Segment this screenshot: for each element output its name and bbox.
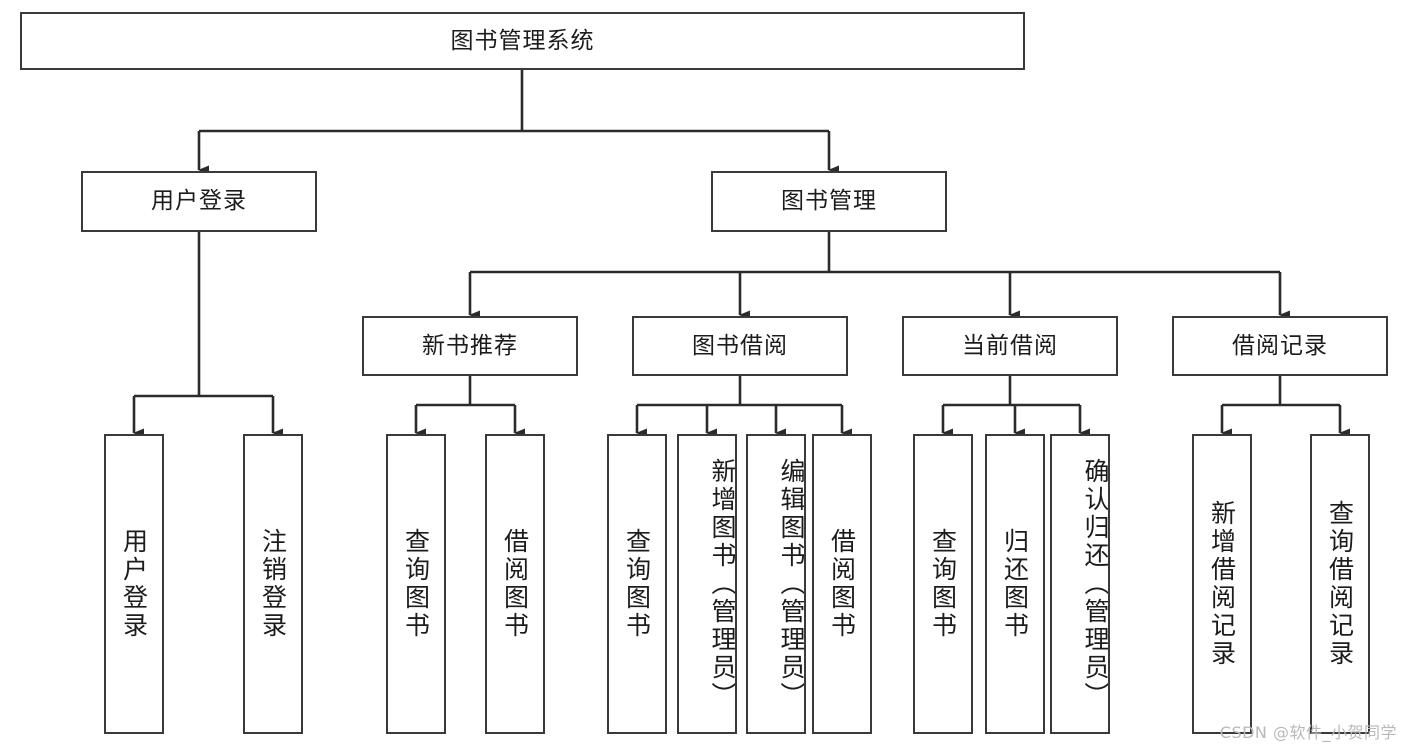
csdn-watermark: CSDN @软件_小贺同学 — [1219, 723, 1397, 742]
node-leaf-edit-book[interactable]: 编辑图书（管理员） — [746, 434, 806, 734]
node-label: 查询图书 — [928, 528, 958, 640]
node-root-system[interactable]: 图书管理系统 — [20, 12, 1025, 70]
node-label: 图书管理 — [781, 188, 877, 215]
node-borrow-record[interactable]: 借阅记录 — [1172, 316, 1388, 376]
node-label: 新书推荐 — [422, 332, 518, 359]
node-user-login[interactable]: 用户登录 — [81, 171, 317, 232]
node-label: 图书管理系统 — [450, 27, 595, 54]
node-current-borrow[interactable]: 当前借阅 — [902, 316, 1118, 376]
node-label: 编辑图书（管理员） — [777, 458, 806, 710]
node-leaf-query-book-borrow[interactable]: 查询图书 — [607, 434, 667, 734]
connector-lines — [132, 70, 1350, 438]
node-leaf-add-book[interactable]: 新增图书（管理员） — [677, 434, 737, 734]
node-label: 用户登录 — [151, 188, 247, 215]
node-leaf-borrow-book-recommend[interactable]: 借阅图书 — [485, 434, 545, 734]
node-leaf-add-borrow-record[interactable]: 新增借阅记录 — [1192, 434, 1252, 734]
node-new-book-recommend[interactable]: 新书推荐 — [362, 316, 578, 376]
node-book-borrow[interactable]: 图书借阅 — [632, 316, 848, 376]
node-label: 查询图书 — [401, 528, 431, 640]
node-leaf-query-book-recommend[interactable]: 查询图书 — [386, 434, 446, 734]
node-label: 注销登录 — [258, 528, 288, 640]
node-label: 借阅图书 — [500, 528, 530, 640]
node-leaf-return-book[interactable]: 归还图书 — [985, 434, 1045, 734]
node-label: 确认归还（管理员） — [1081, 458, 1110, 710]
node-label: 新增借阅记录 — [1207, 500, 1237, 668]
node-label: 查询图书 — [622, 528, 652, 640]
node-label: 查询借阅记录 — [1325, 500, 1355, 668]
node-label: 图书借阅 — [692, 332, 788, 359]
node-leaf-query-borrow-record[interactable]: 查询借阅记录 — [1310, 434, 1370, 734]
node-leaf-confirm-return[interactable]: 确认归还（管理员） — [1050, 434, 1110, 734]
node-label: 用户登录 — [119, 528, 149, 640]
node-label: 借阅图书 — [827, 528, 857, 640]
node-book-manage[interactable]: 图书管理 — [711, 171, 947, 232]
node-label: 当前借阅 — [962, 332, 1058, 359]
node-leaf-borrow-book[interactable]: 借阅图书 — [812, 434, 872, 734]
node-label: 借阅记录 — [1232, 332, 1328, 359]
node-label: 归还图书 — [1000, 528, 1030, 640]
node-leaf-user-login[interactable]: 用户登录 — [104, 434, 164, 734]
node-leaf-query-book-current[interactable]: 查询图书 — [913, 434, 973, 734]
node-leaf-user-logout[interactable]: 注销登录 — [243, 434, 303, 734]
node-label: 新增图书（管理员） — [708, 458, 737, 710]
